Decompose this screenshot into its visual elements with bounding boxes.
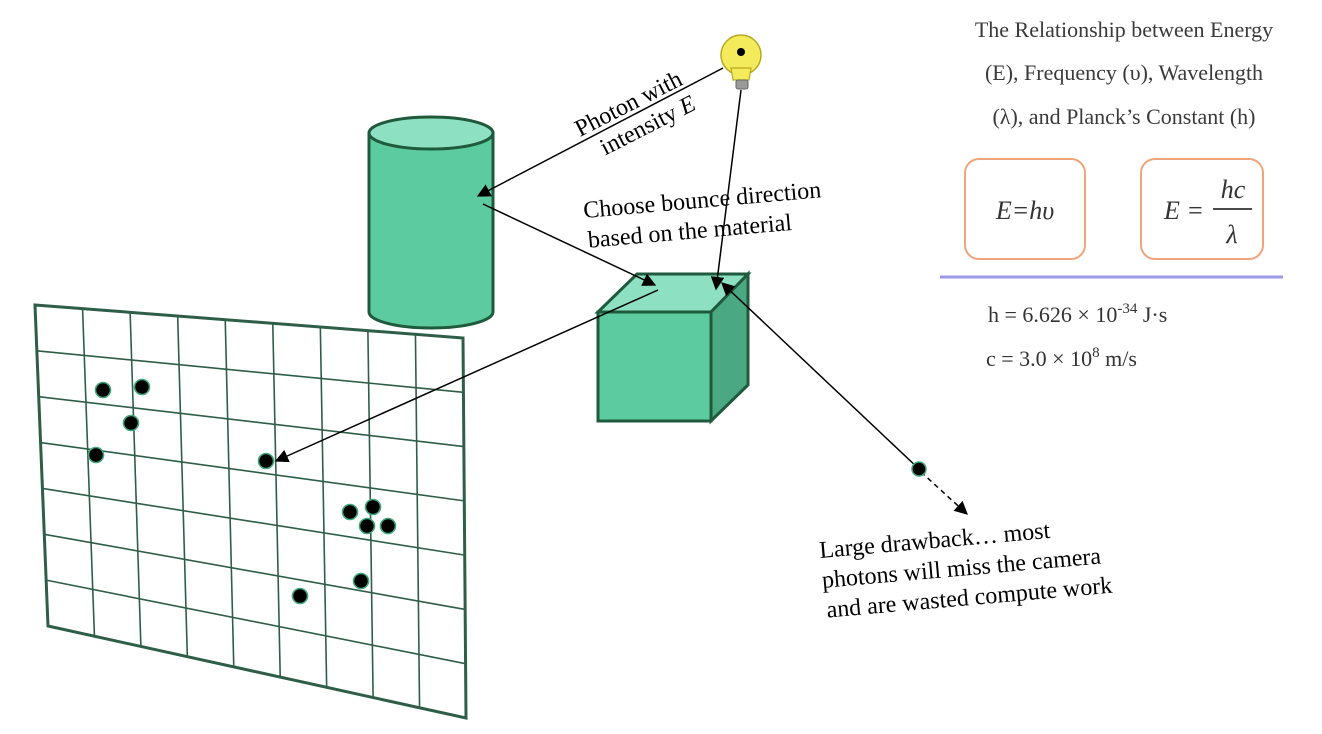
grid-line-horizontal [36, 350, 464, 394]
cylinder-body [367, 131, 495, 330]
grid-line-vertical [224, 319, 235, 667]
formula-title-line2: (E), Frequency (υ), Wavelength [985, 60, 1263, 85]
equation-1: E=hυ [995, 196, 1054, 225]
cube-side [709, 270, 750, 425]
cylinder-top [367, 115, 495, 151]
photon-label: Photon with intensity E [571, 66, 700, 161]
photon-hits [87, 378, 397, 605]
photon-hit-dot [257, 452, 275, 470]
image-plane [33, 303, 468, 720]
speed-of-light-constant: c = 3.0 × 108 m/s [986, 345, 1137, 371]
formula-panel: The Relationship between Energy (E), Fre… [940, 17, 1283, 371]
bounce-label: Choose bounce direction based on the mat… [582, 177, 822, 253]
photon-hit-dot [122, 414, 140, 432]
grid-line-horizontal [45, 579, 466, 665]
photon-label-var: E [674, 91, 700, 121]
grid-line-horizontal [40, 441, 465, 502]
equation-2-numerator: hc [1221, 175, 1246, 204]
photon-hit-dot [94, 381, 112, 399]
grid-line-vertical [129, 312, 142, 647]
grid-line-vertical [81, 308, 96, 637]
equation-box-1 [964, 158, 1086, 260]
grid-line-vertical [319, 326, 328, 688]
grid-line-horizontal [38, 395, 464, 448]
image-plane-grid [36, 308, 466, 708]
grid-line-vertical [271, 323, 282, 678]
ray-miss-dashed [920, 471, 968, 515]
photon-hit-dot [358, 517, 376, 535]
photon-hit-dot [341, 503, 359, 521]
photon-hit-dot [291, 587, 309, 605]
photon-hit-dot [379, 517, 397, 535]
missed-photon [911, 461, 927, 477]
grid-line-horizontal [44, 533, 466, 611]
equation-2-denominator: λ [1225, 220, 1237, 249]
ray-light-to-cube [710, 89, 742, 291]
ray-cube-to-miss [721, 282, 920, 470]
lightbulb-icon [720, 34, 762, 90]
ray-cylinder-to-cube [482, 203, 657, 286]
cylinder-object [367, 115, 495, 330]
photon-hit-dot [87, 446, 105, 464]
ray-light-to-cylinder [476, 67, 724, 197]
formula-title-line1: The Relationship between Energy [975, 17, 1273, 42]
equation-2-lhs: E = [1163, 196, 1204, 225]
ray-cube-to-plane [274, 289, 659, 463]
planck-constant: h = 6.626 × 10-34 J·s [988, 301, 1167, 327]
light-rays [274, 67, 968, 515]
image-plane-border [33, 303, 468, 720]
drawback-label: Large drawback… most photons will miss t… [818, 518, 1113, 624]
cube-front [596, 310, 713, 423]
photon-hit-dot [364, 498, 382, 516]
equation-box-2 [1140, 158, 1264, 260]
grid-line-horizontal [42, 487, 465, 556]
grid-line-vertical [414, 334, 421, 708]
cube-object [594, 270, 752, 425]
grid-line-vertical [176, 315, 189, 657]
photon-hit-dot [352, 572, 370, 590]
formula-title-line3: (λ), and Planck’s Constant (h) [992, 104, 1255, 129]
photon-hit-dot [133, 378, 151, 396]
